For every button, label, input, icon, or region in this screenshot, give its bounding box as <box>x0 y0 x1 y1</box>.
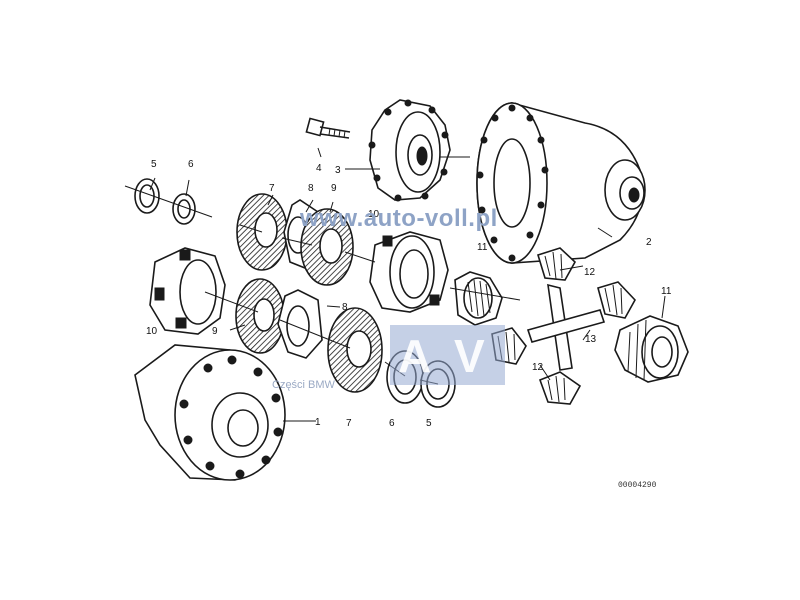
callout-11-right: 11 <box>661 286 672 297</box>
watermark-url: www.auto-voll.pl <box>300 205 498 232</box>
callout-12-upper: 12 <box>584 267 596 278</box>
side-gear-center <box>454 271 503 326</box>
callout-10-upper: 10 <box>368 209 380 220</box>
lower-clutch-plate-8 <box>277 289 323 359</box>
pressure-ring-left <box>149 247 226 335</box>
side-gear-right <box>614 315 689 383</box>
pressure-ring-right <box>369 231 449 313</box>
pinion-gear-top <box>537 247 577 281</box>
watermark-logo-letter-a: A <box>398 330 432 382</box>
differential-housing <box>134 344 286 481</box>
callout-8-upper: 8 <box>308 183 314 194</box>
callout-5-upper: 5 <box>151 159 157 170</box>
callout-4: 4 <box>316 163 322 174</box>
callout-7-lower: 7 <box>346 418 352 429</box>
callout-5-lower: 5 <box>426 418 432 429</box>
leader-lines <box>124 147 666 422</box>
differential-case-cover <box>476 101 646 264</box>
callout-9-upper: 9 <box>331 183 337 194</box>
callout-1: 1 <box>315 417 321 428</box>
lower-clutch-disc-9 <box>235 278 285 354</box>
callout-10-lower: 10 <box>146 326 158 337</box>
callout-8-lower: 8 <box>342 302 348 313</box>
callout-9-lower: 9 <box>212 326 218 337</box>
callout-labels: 1 2 3 4 5 5 6 6 7 7 8 8 9 9 10 10 11 11 … <box>146 159 672 429</box>
cross-shaft <box>526 283 606 371</box>
pinion-gear-right <box>597 281 636 319</box>
upper-clutch-disc-9 <box>300 208 354 286</box>
catalog-number: 00004290 <box>618 481 657 490</box>
watermark-logo-letter-v: V <box>454 330 485 382</box>
callout-6-lower: 6 <box>389 418 395 429</box>
callout-7-upper: 7 <box>269 183 275 194</box>
callout-11-center: 11 <box>477 242 488 253</box>
bolt <box>305 117 351 139</box>
drive-flange <box>368 99 451 202</box>
callout-3: 3 <box>335 165 341 176</box>
callout-2: 2 <box>646 237 652 248</box>
callout-13: 13 <box>585 334 597 345</box>
watermark-subtitle: Części BMW <box>272 379 335 391</box>
callout-12-lower: 12 <box>532 362 544 373</box>
watermark-logo: A V <box>390 325 505 385</box>
upper-shim <box>134 178 160 214</box>
pinion-gear-bottom <box>538 371 582 405</box>
lower-clutch-disc-7 <box>327 307 383 393</box>
callout-6-upper: 6 <box>188 159 194 170</box>
upper-thrust-washer <box>172 193 196 225</box>
